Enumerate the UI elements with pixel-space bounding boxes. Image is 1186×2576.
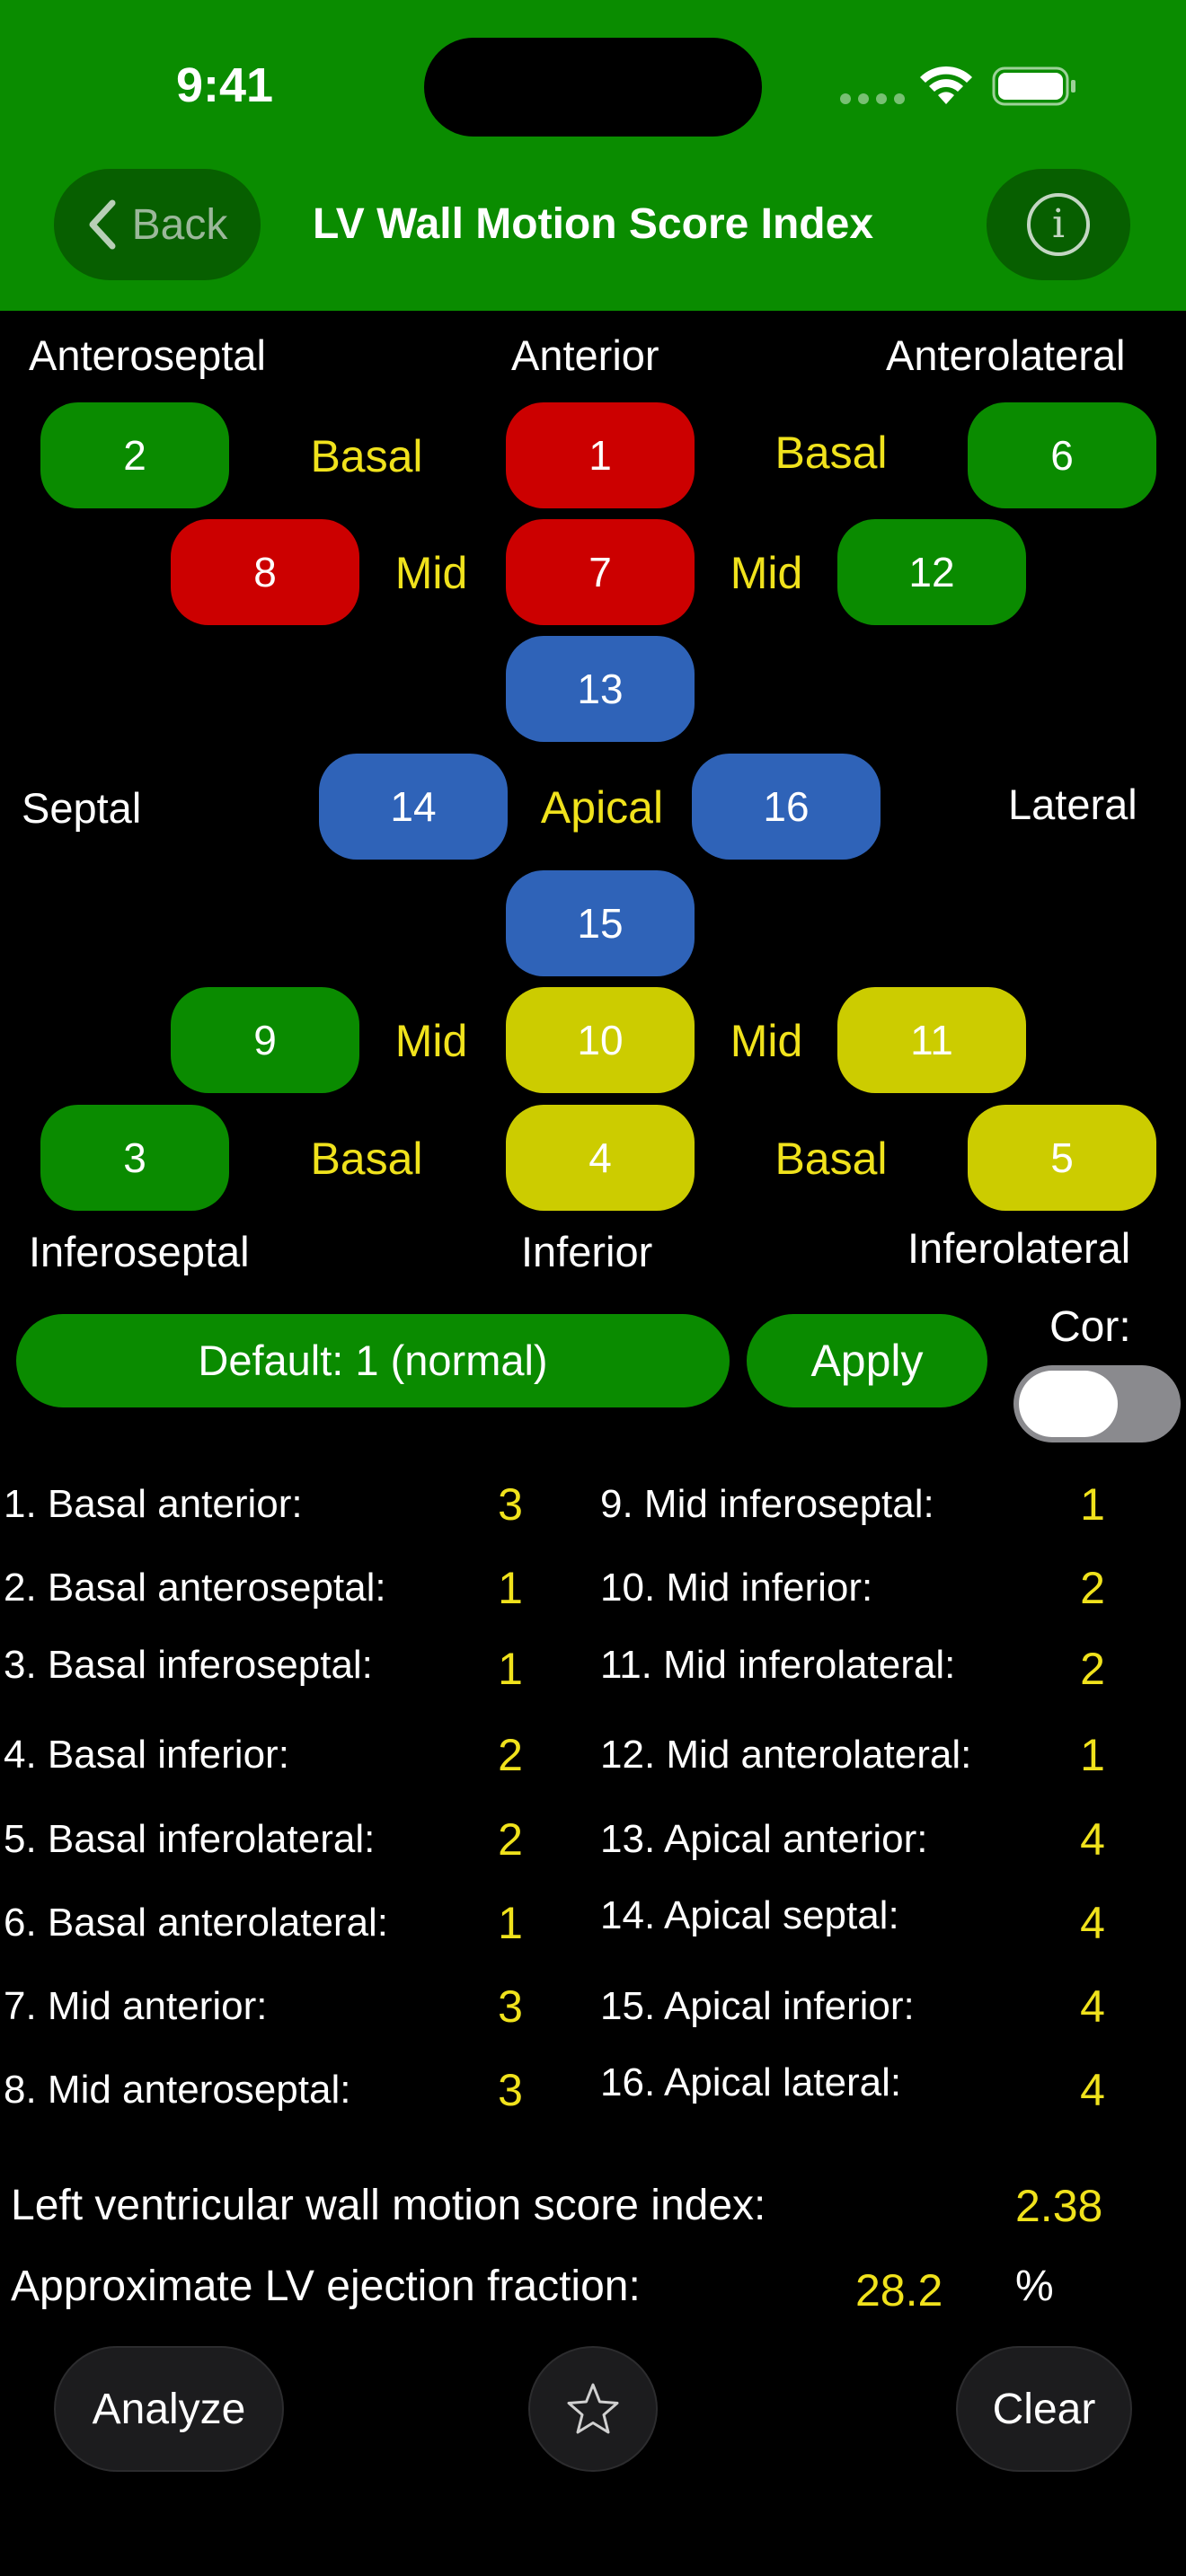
score-value: 4 [1080,1898,1105,1948]
star-icon [567,2383,619,2434]
segment-10-button[interactable]: 10 [506,987,695,1093]
score-value: 1 [1080,1479,1105,1530]
score-label: 3. Basal inferoseptal: [4,1643,373,1687]
cellular-signal-icon [840,93,912,106]
score-value: 3 [498,1479,523,1530]
clear-label: Clear [992,2385,1096,2433]
info-icon: i [1027,193,1090,256]
level-label-basal: Basal [310,1134,423,1184]
level-label-basal: Basal [774,1134,888,1184]
score-value: 2 [498,1814,523,1865]
chevron-left-icon [89,199,116,250]
level-label-mid: Mid [394,1016,468,1066]
score-label: 10. Mid inferior: [600,1566,873,1610]
segment-12-button[interactable]: 12 [837,519,1026,625]
cor-toggle[interactable] [1013,1365,1181,1442]
wall-label-septal: Septal [22,784,142,832]
apply-button[interactable]: Apply [747,1314,987,1407]
score-value: 4 [1080,2065,1105,2115]
segment-5-button[interactable]: 5 [968,1105,1156,1211]
segment-4-button[interactable]: 4 [506,1105,695,1211]
back-button[interactable]: Back [54,169,261,280]
page-title: LV Wall Motion Score Index [312,200,874,248]
segment-14-button[interactable]: 14 [319,754,508,860]
nav-header: 9:41 Back LV Wall Motion Score Index i [0,0,1186,311]
segment-16-button[interactable]: 16 [692,754,881,860]
info-button[interactable]: i [987,169,1130,280]
level-label-basal: Basal [310,431,423,481]
favorite-button[interactable] [528,2346,658,2472]
segment-1-button[interactable]: 1 [506,402,695,508]
score-value: 1 [498,1563,523,1613]
wall-label-anterolateral: Anterolateral [886,331,1126,379]
segment-7-button[interactable]: 7 [506,519,695,625]
level-label-mid: Mid [394,548,468,598]
score-value: 1 [498,1644,523,1694]
segment-13-button[interactable]: 13 [506,636,695,742]
segment-6-button[interactable]: 6 [968,402,1156,508]
ef-label: Approximate LV ejection fraction: [11,2263,641,2310]
score-label: 12. Mid anterolateral: [600,1733,972,1777]
wall-label-lateral: Lateral [1008,781,1137,828]
score-label: 2. Basal anteroseptal: [4,1566,386,1610]
status-time: 9:41 [175,58,274,112]
score-value: 1 [1080,1730,1105,1780]
back-label: Back [131,200,228,249]
segment-15-button[interactable]: 15 [506,870,695,976]
dynamic-island [424,38,762,137]
score-value: 2 [1080,1563,1105,1613]
score-label: 1. Basal anterior: [4,1482,303,1526]
segment-11-button[interactable]: 11 [837,987,1026,1093]
level-label-mid: Mid [730,1016,803,1066]
ef-unit: % [1015,2263,1054,2310]
analyze-label: Analyze [92,2385,246,2433]
score-value: 3 [498,1981,523,2032]
score-value: 4 [1080,1981,1105,2032]
score-value: 1 [498,1898,523,1948]
score-value: 3 [498,2065,523,2115]
default-score-button[interactable]: Default: 1 (normal) [16,1314,730,1407]
score-label: 16. Apical lateral: [600,2060,902,2104]
battery-icon [992,66,1075,106]
score-label: 11. Mid inferolateral: [600,1643,956,1687]
score-label: 7. Mid anterior: [4,1984,268,2028]
ef-value: 28.2 [855,2265,943,2316]
wall-label-anterior: Anterior [511,331,659,379]
wmsi-label: Left ventricular wall motion score index… [11,2182,766,2229]
level-label-mid: Mid [730,548,803,598]
score-value: 2 [498,1730,523,1780]
score-label: 5. Basal inferolateral: [4,1817,376,1861]
segment-8-button[interactable]: 8 [171,519,359,625]
wmsi-value: 2.38 [1015,2181,1103,2231]
segment-9-button[interactable]: 9 [171,987,359,1093]
score-label: 4. Basal inferior: [4,1733,289,1777]
score-label: 6. Basal anterolateral: [4,1901,389,1945]
wall-label-inferoseptal: Inferoseptal [29,1228,250,1275]
score-value: 4 [1080,1814,1105,1865]
score-label: 14. Apical septal: [600,1893,899,1937]
score-label: 8. Mid anteroseptal: [4,2068,351,2112]
wall-label-anteroseptal: Anteroseptal [29,331,266,379]
clear-button[interactable]: Clear [956,2346,1132,2472]
analyze-button[interactable]: Analyze [54,2346,284,2472]
score-label: 9. Mid inferoseptal: [600,1482,934,1526]
level-label-basal: Basal [774,428,888,478]
toggle-knob [1019,1371,1118,1437]
score-label: 15. Apical inferior: [600,1984,915,2028]
level-label-apical: Apical [540,782,664,833]
wall-label-inferior: Inferior [521,1228,653,1275]
wifi-icon [920,66,972,104]
score-label: 13. Apical anterior: [600,1817,928,1861]
cor-label: Cor: [1049,1303,1131,1351]
segment-3-button[interactable]: 3 [40,1105,229,1211]
segment-2-button[interactable]: 2 [40,402,229,508]
wall-label-inferolateral: Inferolateral [907,1224,1131,1272]
score-value: 2 [1080,1644,1105,1694]
